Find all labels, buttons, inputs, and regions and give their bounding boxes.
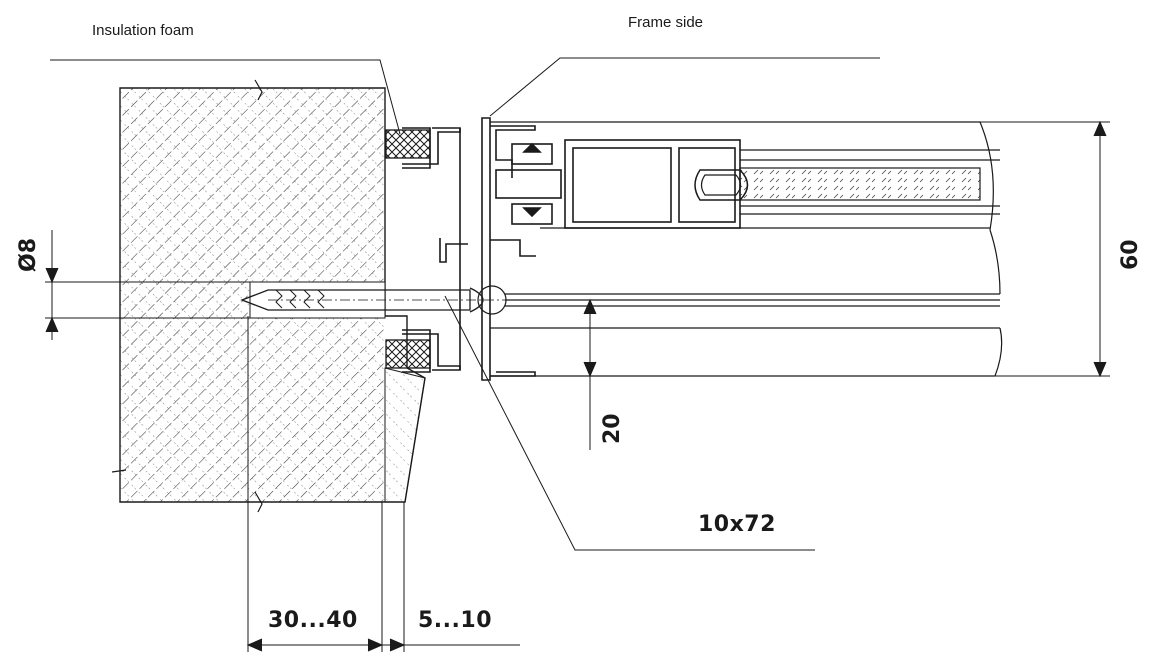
height-60-label: 60 [1118,239,1143,270]
insulation-foam-label: Insulation foam [92,22,194,39]
insulation-foam [385,129,431,369]
trim-profile [402,127,468,373]
glazing-unit [490,121,1000,231]
dimension-lines [45,120,1110,652]
break-mark-bottom [254,491,263,513]
leader-lines [50,57,880,551]
offset-20-label: 20 [600,413,625,444]
gap-30-40-label: 30...40 [268,608,358,633]
break-mark-left [111,469,127,473]
diameter-label: Ø8 [16,237,41,272]
break-mark-top [254,79,263,101]
frame-body [490,229,1003,377]
screw-size-label: 10x72 [698,512,776,537]
window-frame-profile [481,117,741,381]
frame-side-label: Frame side [628,14,704,31]
gap-5-10-label: 5...10 [418,608,492,633]
